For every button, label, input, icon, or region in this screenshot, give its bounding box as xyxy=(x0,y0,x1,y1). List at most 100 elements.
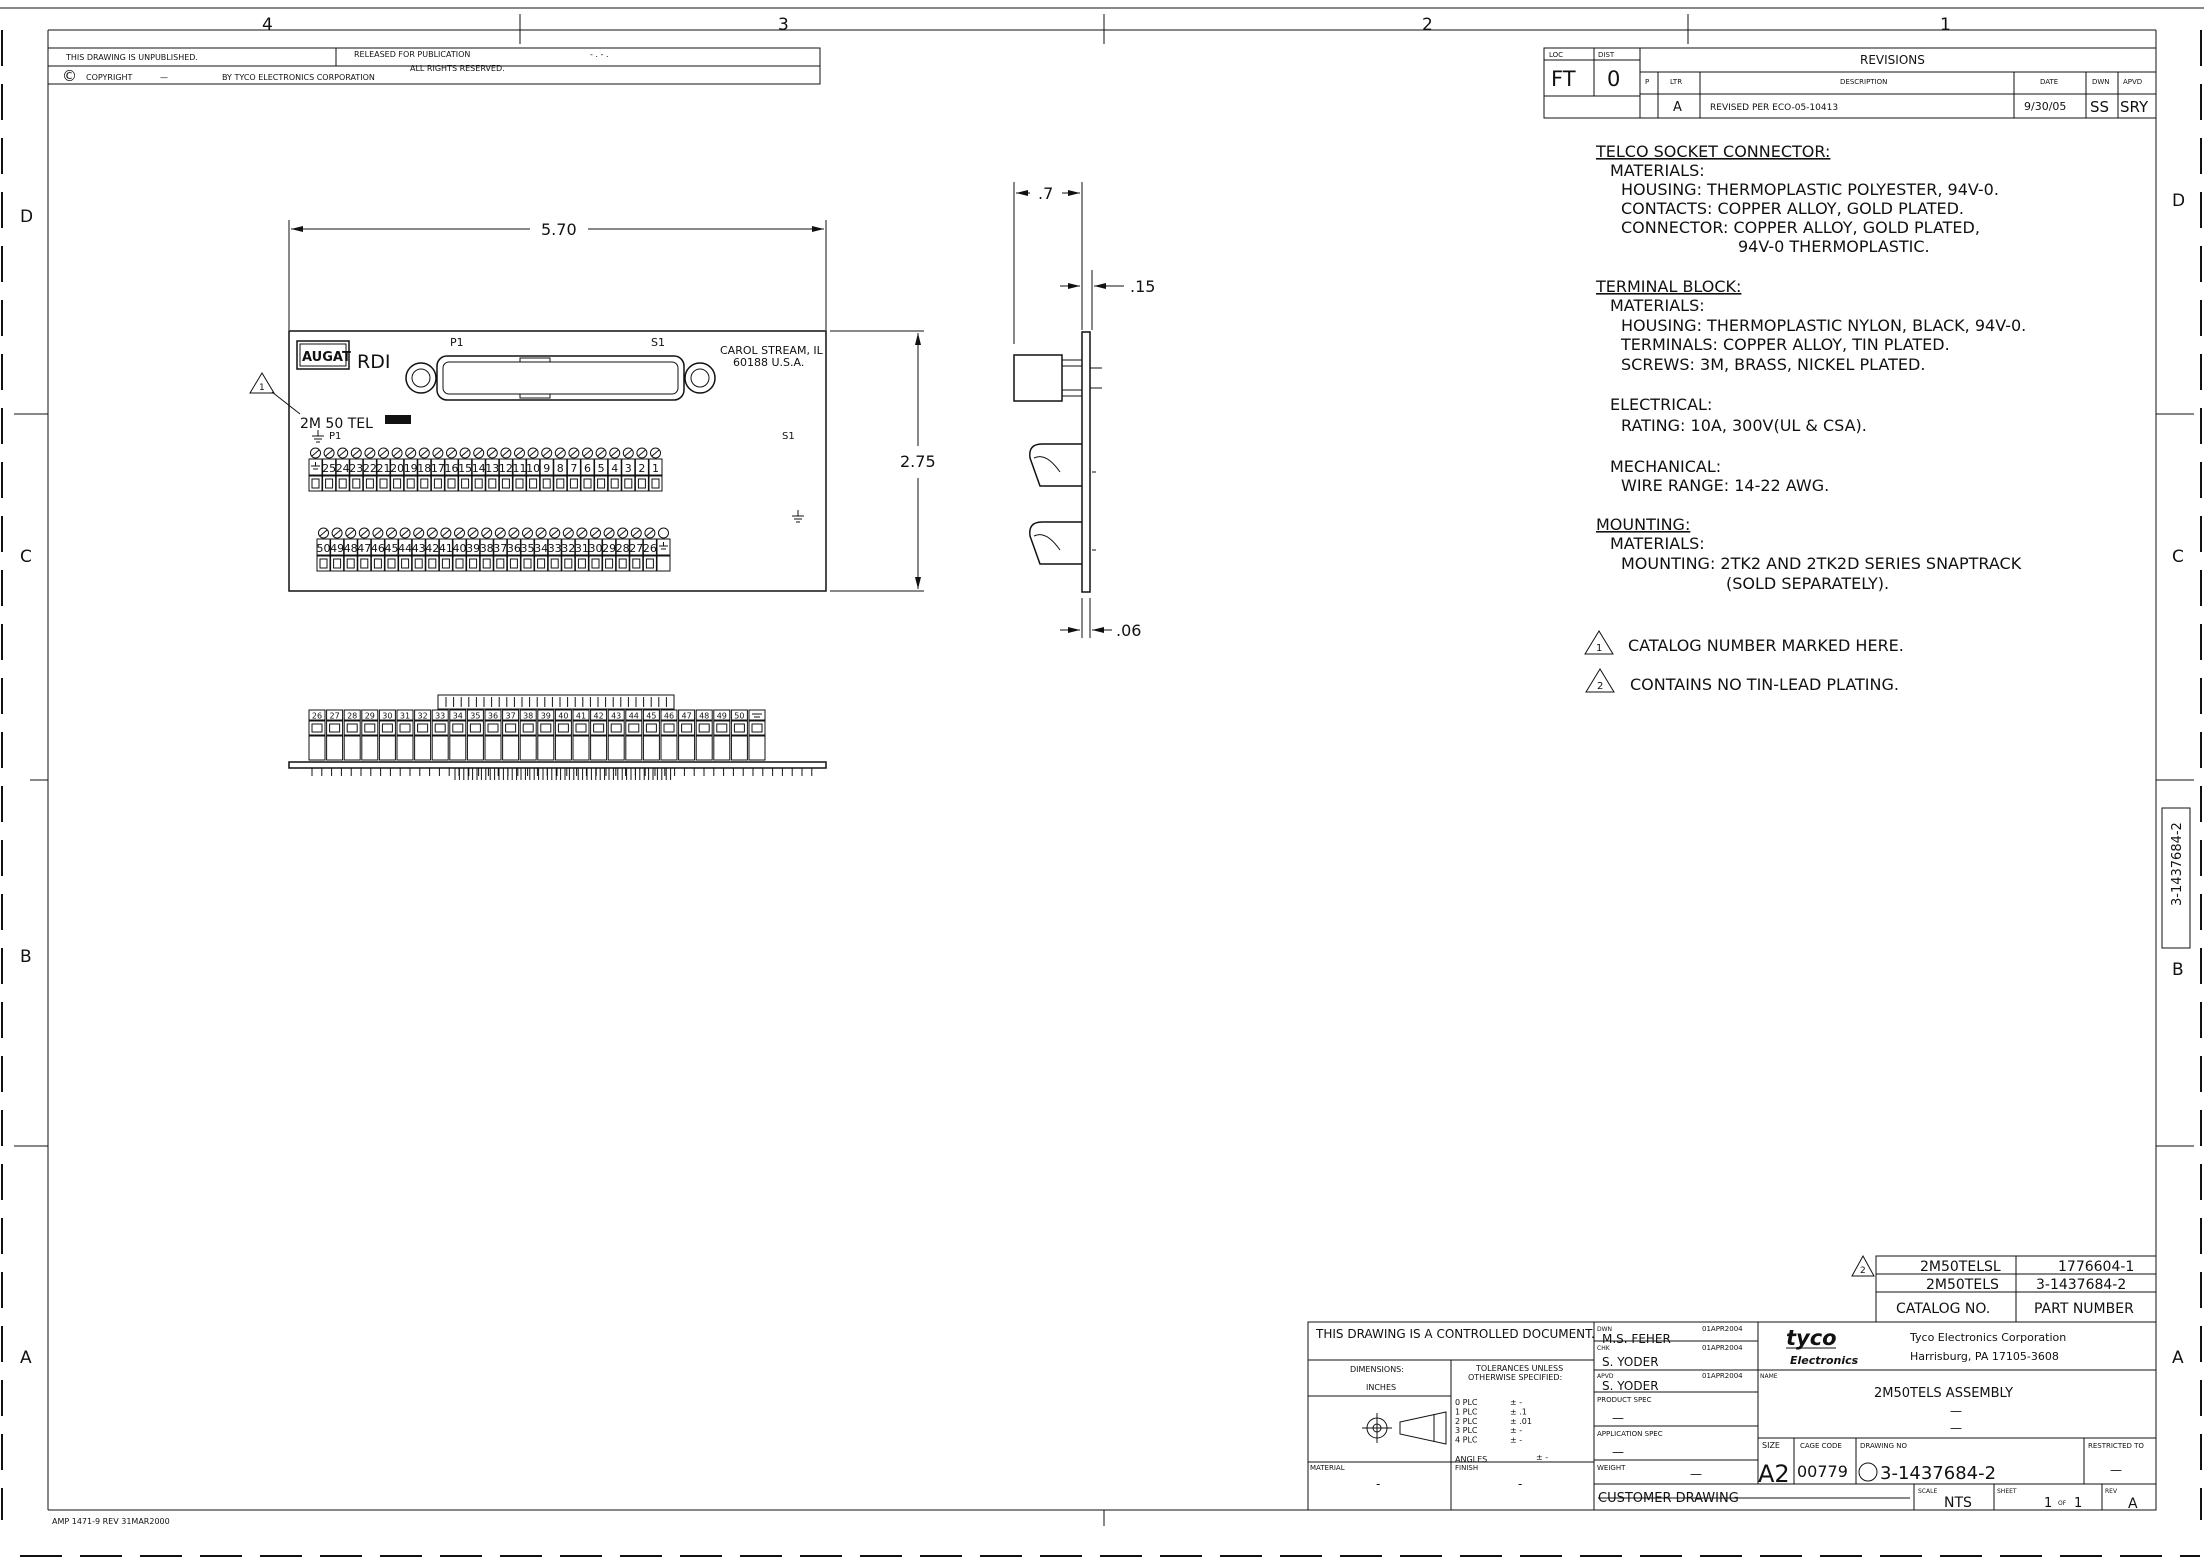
material-label: MATERIAL xyxy=(1310,1464,1345,1472)
terminal-number: 48 xyxy=(344,542,358,555)
terminal-cell: 2 xyxy=(634,447,649,492)
mounting-heading: MOUNTING: xyxy=(1596,515,1690,534)
loc-value: FT xyxy=(1551,67,1576,91)
catalog-marking-block xyxy=(385,415,411,424)
bottom-terminal-cell: 27 xyxy=(326,709,344,761)
rev-row-apvd: SRY xyxy=(2120,98,2149,116)
sheet-value: 1 xyxy=(2044,1496,2052,1511)
terminal-cell: 40 xyxy=(452,527,467,572)
terminal-screw-icon xyxy=(323,447,335,459)
note-flag-1-icon xyxy=(1584,630,1614,655)
terminal-screw-icon xyxy=(358,527,370,539)
bottom-terminal-number: 34 xyxy=(453,712,463,721)
terminal-number: 25 xyxy=(322,462,336,475)
terminal-screw-icon xyxy=(603,527,615,539)
rev-col-apvd: APVD xyxy=(2123,78,2142,86)
product-spec-label: PRODUCT SPEC xyxy=(1597,1396,1652,1404)
terminal-number: 16 xyxy=(445,462,459,475)
bottom-terminal-number: 41 xyxy=(576,712,586,721)
zone-left-c: C xyxy=(20,547,32,567)
drawing-name-line-2: — xyxy=(1950,1404,1962,1418)
bottom-terminal-cell: 34 xyxy=(449,709,467,761)
terminal-screw-icon xyxy=(350,447,362,459)
terminal-number: 35 xyxy=(521,542,535,555)
cage-code-label: CAGE CODE xyxy=(1800,1442,1842,1450)
bottom-terminal-cell: 47 xyxy=(678,709,696,761)
terminal-number: 7 xyxy=(570,462,577,475)
terminal-screw-icon xyxy=(494,527,506,539)
terminal-cell: 14 xyxy=(471,447,486,492)
bottom-terminal-cell: 40 xyxy=(554,709,572,761)
terminal-number: 33 xyxy=(548,542,562,555)
telco-connector: CONNECTOR: COPPER ALLOY, GOLD PLATED, xyxy=(1621,218,1980,237)
terminal-screw-icon xyxy=(576,527,588,539)
front-flag-1-number: 1 xyxy=(259,383,265,393)
note-flag-1-number: 1 xyxy=(1596,643,1602,654)
terminal-cell: 8 xyxy=(553,447,568,492)
terminal-number: 45 xyxy=(385,542,399,555)
drawing-no-c-icon xyxy=(1858,1462,1878,1482)
width-dimension: 5.70 xyxy=(541,220,577,239)
tolerance-value: ± - xyxy=(1510,1398,1522,1407)
bottom-terminal-cell: 29 xyxy=(361,709,379,761)
tolerance-value: ± .01 xyxy=(1510,1417,1532,1426)
copyright-dash: — xyxy=(160,73,168,82)
manufacturer-zip: 60188 U.S.A. xyxy=(733,356,804,369)
scale-value: NTS xyxy=(1944,1495,1972,1511)
tolerance-list: 0 PLC± -1 PLC± .12 PLC± .013 PLC± -4 PLC… xyxy=(1455,1398,1532,1445)
terminal-cell: 5 xyxy=(594,447,609,492)
terminal-number: 10 xyxy=(526,462,540,475)
terminal-screw-icon xyxy=(426,527,438,539)
zone-left-d: D xyxy=(20,207,33,227)
terminal-cell: 30 xyxy=(588,527,603,572)
tyco-logo: tyco xyxy=(1786,1326,1837,1350)
terminal-screw-icon xyxy=(467,527,479,539)
note-flag-2-text: CONTAINS NO TIN-LEAD PLATING. xyxy=(1630,675,1899,694)
terminal-number: 29 xyxy=(602,542,616,555)
terminal-screw-icon xyxy=(568,447,580,459)
by-company-text: BY TYCO ELECTRONICS CORPORATION xyxy=(222,73,375,82)
terminal-cell: 49 xyxy=(330,527,345,572)
terminal-number: 50 xyxy=(317,542,331,555)
parts-flag-2-icon xyxy=(1851,1254,1875,1277)
terminal-screw-icon xyxy=(413,527,425,539)
terminal-cell: 41 xyxy=(438,527,453,572)
tyco-logo-electronics: Electronics xyxy=(1790,1354,1859,1367)
row1-s1-label: S1 xyxy=(782,431,795,442)
angles-value: ± - xyxy=(1536,1453,1548,1462)
terminal-screw-icon xyxy=(636,447,648,459)
terminal-number: 28 xyxy=(616,542,630,555)
terminal-screw-icon xyxy=(473,447,485,459)
mechanical-wire-range: WIRE RANGE: 14-22 AWG. xyxy=(1621,476,1829,495)
size-label: SIZE xyxy=(1762,1441,1780,1450)
dist-value: 0 xyxy=(1607,67,1620,91)
zone-left-a: A xyxy=(20,1348,32,1368)
bottom-terminal-number: 37 xyxy=(506,712,516,721)
terminal-screw-icon xyxy=(391,447,403,459)
terminal-materials: MATERIALS: xyxy=(1610,296,1705,315)
terminal-screw-icon xyxy=(622,447,634,459)
tolerance-plc: 4 PLC xyxy=(1455,1436,1478,1445)
revisions-table xyxy=(1543,47,2157,119)
terminal-screw-icon xyxy=(644,527,656,539)
rev-col-dwn: DWN xyxy=(2092,78,2110,86)
terminal-cell: 23 xyxy=(349,447,364,492)
parts-col-catalog: CATALOG NO. xyxy=(1896,1301,1990,1317)
rev-col-ltr: LTR xyxy=(1670,78,1682,86)
terminal-screw-icon xyxy=(459,447,471,459)
publication-header xyxy=(47,47,821,85)
terminal-cell: 4 xyxy=(607,447,622,492)
drawing-no-label: DRAWING NO xyxy=(1860,1442,1907,1450)
loc-label: LOC xyxy=(1549,51,1563,59)
drawing-name: 2M50TELS ASSEMBLY xyxy=(1874,1386,2013,1401)
bottom-terminal-number: 35 xyxy=(470,712,480,721)
terminal-number: 20 xyxy=(390,462,404,475)
terminal-number: 1 xyxy=(652,462,659,475)
weight-value: — xyxy=(1690,1467,1702,1481)
terminal-cell: 44 xyxy=(398,527,413,572)
terminal-cell: 50 xyxy=(316,527,331,572)
rdi-logo: RDI xyxy=(357,351,390,373)
terminal-screw-icon xyxy=(595,447,607,459)
